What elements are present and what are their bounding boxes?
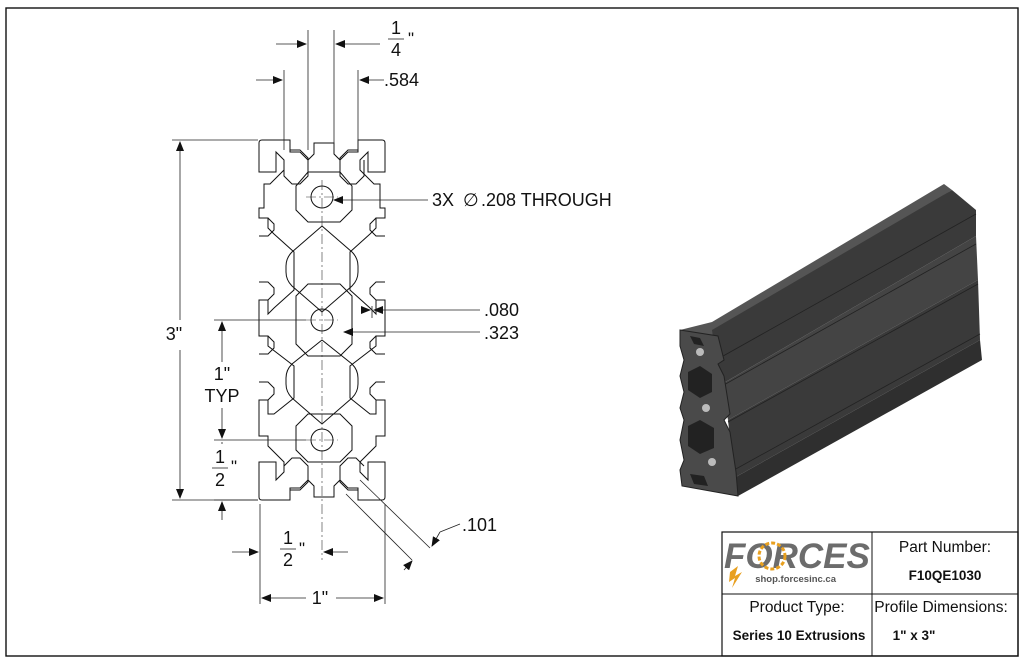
dim-hole-qty: 3X — [432, 190, 454, 210]
top-slot-right — [339, 140, 365, 185]
dim-half-h-num: 1 — [283, 528, 293, 548]
web-top — [295, 171, 353, 223]
side-slot-left-2 — [259, 281, 275, 301]
dim-hole-value: .208 THROUGH — [481, 190, 612, 210]
dim-half-h-unit: " — [299, 539, 305, 558]
extrusion-end-hole-3 — [708, 458, 716, 466]
extrusion-face-band-3 — [728, 280, 980, 478]
dim-half-v-num: 1 — [215, 447, 225, 467]
extrusion-face-band-4 — [734, 340, 982, 496]
dim-chamfer: .101 — [462, 515, 497, 535]
profile-dimensions-value: 1" x 3" — [893, 628, 936, 643]
side-slot-left-4 — [259, 381, 275, 401]
logo-text: FORCES — [724, 537, 870, 576]
side-slot-right-4 — [369, 381, 385, 401]
logo-url: shop.forcesinc.ca — [755, 574, 836, 585]
extrusion-face-band-1 — [712, 190, 976, 384]
product-type-label: Product Type: — [749, 599, 844, 616]
profile-dimensions-label: Profile Dimensions: — [874, 599, 1008, 616]
dim-pitch: 1" — [214, 364, 230, 384]
title-block: FORCES shop.forcesinc.ca Part Number: F1… — [721, 531, 1019, 657]
profile-outline — [258, 139, 386, 501]
dim-overall-width: 1" — [312, 588, 328, 608]
top-slot — [283, 140, 309, 185]
part-number-value: F10QE1030 — [909, 568, 982, 583]
dim-half-v-unit: " — [231, 457, 237, 476]
extrusion-3d-view — [679, 184, 982, 497]
dim-core-offset: .323 — [484, 323, 519, 343]
web-bottom — [295, 413, 353, 463]
dim-wall-thickness: .080 — [484, 300, 519, 320]
dim-slot-width-num: 1 — [391, 18, 401, 38]
bottom-slot-right — [339, 457, 365, 500]
side-slot-right-1 — [369, 217, 385, 237]
side-slot-left-3 — [259, 335, 275, 355]
gear-o-icon — [757, 541, 787, 571]
dim-slot-lip-width: .584 — [384, 70, 419, 90]
extrusion-top-face — [680, 184, 952, 342]
dim-half-v-den: 2 — [215, 470, 225, 490]
extrusion-end-slot-top — [690, 336, 704, 346]
dimensions: 1 4 " .584 3X ∅ .208 THROUGH .080 .323 3… — [166, 18, 612, 608]
bolt-icon — [729, 566, 742, 588]
diameter-icon: ∅ — [463, 190, 479, 210]
extrusion-end-cavity-2 — [688, 420, 714, 454]
part-number-label: Part Number: — [899, 539, 991, 556]
side-slot-right-3 — [369, 335, 385, 355]
dim-half-h-den: 2 — [283, 550, 293, 570]
side-slot-right-2 — [369, 281, 385, 301]
extrusion-end-cavity-1 — [688, 366, 712, 398]
dim-overall-height: 3" — [166, 324, 182, 344]
dim-slot-width-den: 4 — [391, 40, 401, 60]
extrusion-end-hole-1 — [696, 348, 704, 356]
extrusion-end-hole-2 — [702, 404, 710, 412]
dim-pitch-note: TYP — [204, 386, 239, 406]
sheet-border — [5, 7, 1019, 657]
dim-slot-width-unit: " — [408, 29, 414, 48]
web-middle — [295, 283, 353, 357]
extrusion-face-band-2 — [722, 236, 978, 420]
extrusion-end-slot-bottom — [690, 474, 708, 486]
side-slot-left-1 — [259, 217, 275, 237]
product-type-value: Series 10 Extrusions — [733, 628, 866, 643]
bottom-slot — [283, 457, 309, 500]
profile-drawing — [258, 139, 386, 560]
forces-logo: FORCES shop.forcesinc.ca — [724, 537, 870, 588]
